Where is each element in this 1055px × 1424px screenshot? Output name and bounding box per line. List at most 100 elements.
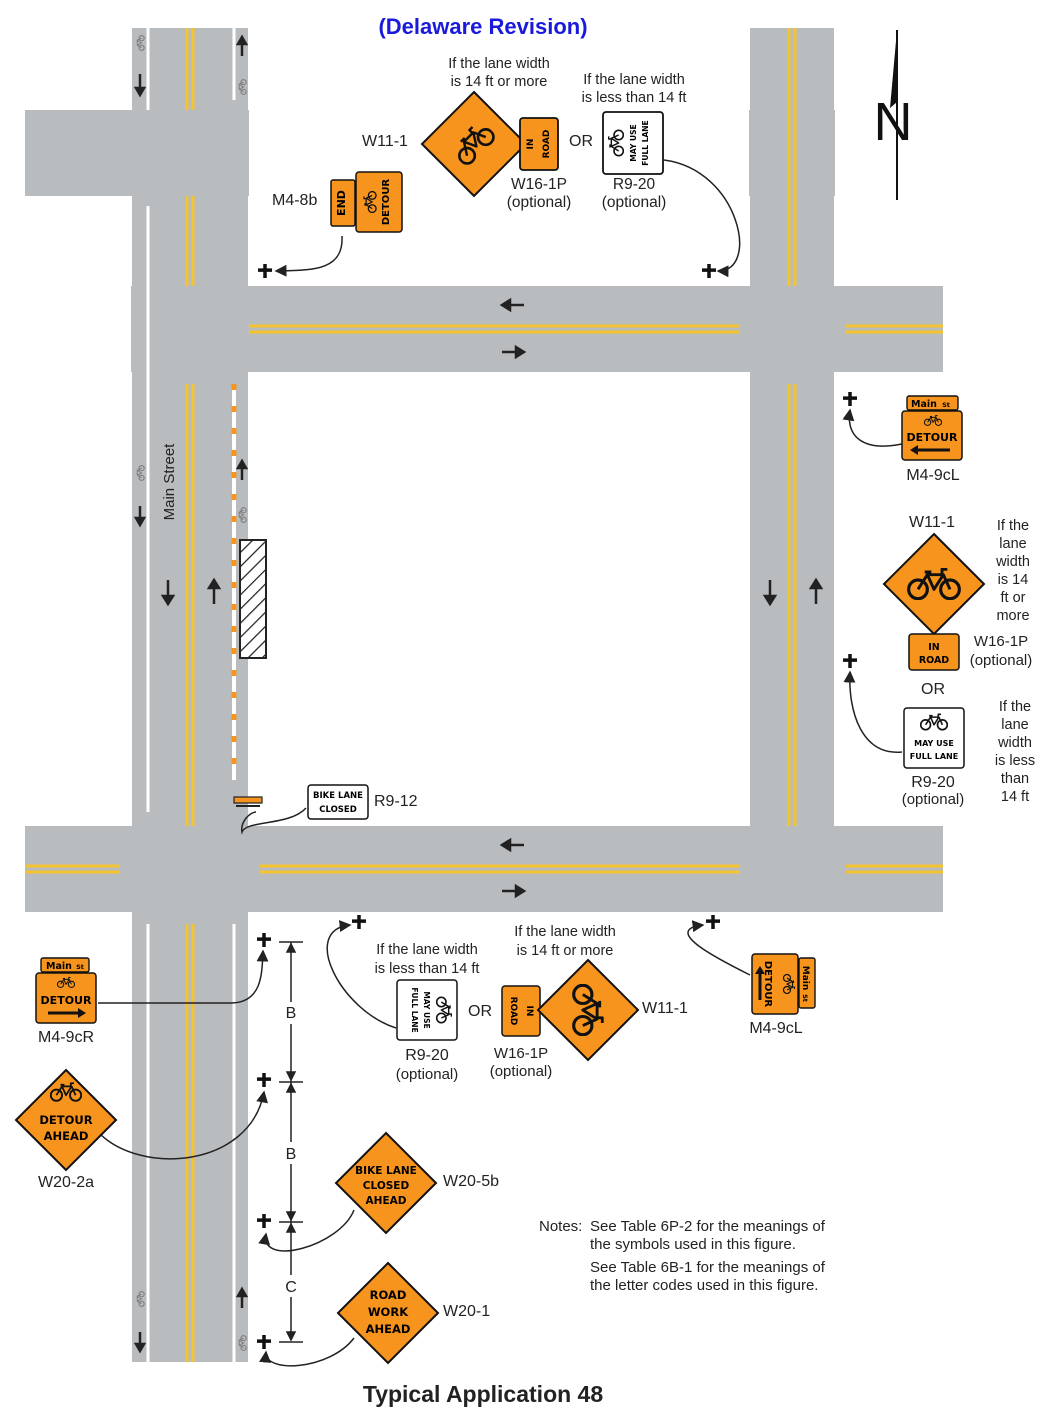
north-label: N: [874, 92, 913, 152]
svg-text:is 14: is 14: [998, 572, 1029, 588]
svg-text:ROAD: ROAD: [508, 997, 518, 1026]
svg-text:DETOUR: DETOUR: [39, 1113, 92, 1127]
svg-text:See Table 6B-1 for the meaning: See Table 6B-1 for the meanings of: [590, 1259, 826, 1276]
svg-text:MAY USE: MAY USE: [422, 991, 431, 1028]
svg-text:ROAD: ROAD: [542, 130, 552, 159]
pavement-markings: [25, 28, 943, 1362]
north-arrow-icon: N: [874, 30, 913, 200]
sign-w20-5b: BIKE LANE CLOSED AHEAD: [334, 1131, 438, 1235]
svg-text:CLOSED: CLOSED: [319, 805, 357, 815]
bottom-lt14-l2: is less than 14 ft: [375, 961, 480, 977]
barricade: [233, 796, 263, 807]
right-m4-9cl-label: M4-9cL: [906, 467, 959, 484]
right-lt14-note: If the lane width is less than 14 ft: [995, 699, 1035, 805]
svg-text:AHEAD: AHEAD: [366, 1195, 407, 1207]
svg-text:AHEAD: AHEAD: [44, 1129, 89, 1143]
right-r9-20-optional: (optional): [902, 791, 965, 808]
svg-text:CLOSED: CLOSED: [363, 1180, 410, 1192]
svg-text:ROAD: ROAD: [919, 655, 949, 666]
top-ge14-l2: is 14 ft or more: [451, 74, 548, 90]
right-w16-label: W16-1P: [974, 633, 1028, 650]
w20-5b-label: W20-5b: [443, 1173, 499, 1190]
svg-text:See Table 6P-2 for the meaning: See Table 6P-2 for the meanings of: [590, 1218, 826, 1235]
svg-text:FULL LANE: FULL LANE: [641, 120, 650, 165]
top-or: OR: [569, 133, 593, 150]
svg-text:lane: lane: [1001, 717, 1028, 733]
svg-text:IN: IN: [524, 1006, 534, 1017]
sign-r9-20-right: MAY USE FULL LANE: [903, 707, 965, 769]
sign-r9-20-top: MAY USE FULL LANE: [602, 111, 664, 175]
notes: Notes: See Table 6P-2 for the meanings o…: [539, 1218, 826, 1294]
svg-text:lane: lane: [999, 536, 1026, 552]
svg-text:width: width: [997, 735, 1032, 751]
svg-text:St: St: [942, 401, 950, 409]
sign-m4-9cr: Main St DETOUR: [35, 957, 97, 1024]
svg-text:If the: If the: [997, 518, 1029, 534]
bottom-r9-20-label: R9-20: [405, 1047, 449, 1064]
top-m4-8b-label: M4-8b: [272, 192, 317, 209]
svg-text:width: width: [995, 554, 1030, 570]
svg-text:WORK: WORK: [368, 1305, 409, 1319]
svg-text:is less: is less: [995, 753, 1035, 769]
sign-w20-1: ROAD WORK AHEAD: [336, 1261, 440, 1365]
svg-text:END: END: [335, 190, 348, 216]
svg-text:Main: Main: [800, 966, 810, 991]
svg-text:St: St: [76, 963, 84, 971]
right-w16-optional: (optional): [970, 652, 1033, 669]
svg-text:IN: IN: [526, 139, 536, 150]
bottom-m4-9cl-label: M4-9cL: [749, 1020, 802, 1037]
svg-text:than: than: [1001, 771, 1029, 787]
svg-text:St: St: [801, 994, 809, 1002]
svg-text:IN: IN: [928, 642, 940, 653]
svg-text:ROAD: ROAD: [370, 1288, 407, 1302]
top-w11-1-label: W11-1: [362, 133, 408, 150]
sign-w16-1p-top: IN ROAD: [519, 117, 559, 171]
right-r9-20-label: R9-20: [911, 774, 955, 791]
svg-text:ft or: ft or: [1001, 590, 1026, 606]
svg-text:more: more: [996, 608, 1029, 624]
svg-text:BIKE LANE: BIKE LANE: [313, 791, 363, 801]
top-ge14-l1: If the lane width: [448, 56, 550, 72]
bottom-w11-1-label: W11-1: [642, 1000, 688, 1017]
sign-w16-1p-bottom: IN ROAD: [501, 985, 541, 1037]
spacing-c: C: [285, 1279, 297, 1296]
top-w16-label: W16-1P: [511, 176, 567, 193]
sign-m4-9cl-right: Main St DETOUR: [901, 395, 963, 461]
spacing-b-2: B: [286, 1146, 297, 1163]
bottom-w16-optional: (optional): [490, 1063, 553, 1080]
right-w11-1-label: W11-1: [909, 514, 955, 531]
bottom-ge14-l2: is 14 ft or more: [517, 943, 614, 959]
top-r9-20-optional: (optional): [602, 194, 667, 211]
w20-1-label: W20-1: [443, 1303, 490, 1320]
bottom-ge14-l1: If the lane width: [514, 924, 616, 940]
sign-r9-20-bottom: MAY USE FULL LANE: [396, 979, 458, 1041]
svg-text:DETOUR: DETOUR: [381, 179, 392, 226]
sign-m4-8b: END DETOUR: [330, 171, 403, 233]
sign-w11-1-bottom: [536, 958, 640, 1062]
top-w16-optional: (optional): [507, 194, 572, 211]
svg-text:MAY USE: MAY USE: [914, 739, 954, 748]
svg-text:If the: If the: [999, 699, 1031, 715]
right-ge14-note: If the lane width is 14 ft or more: [995, 518, 1030, 624]
work-area: [239, 539, 267, 659]
svg-text:BIKE LANE: BIKE LANE: [355, 1165, 417, 1177]
sign-w20-2a: DETOUR AHEAD: [14, 1068, 118, 1172]
svg-text:DETOUR: DETOUR: [41, 994, 92, 1007]
bottom-w16-label: W16-1P: [494, 1045, 548, 1062]
svg-text:Main: Main: [46, 961, 72, 972]
svg-text:AHEAD: AHEAD: [366, 1322, 411, 1336]
svg-text:FULL LANE: FULL LANE: [410, 987, 419, 1032]
w20-2a-label: W20-2a: [38, 1174, 94, 1191]
bottom-lt14-l1: If the lane width: [376, 942, 478, 958]
svg-text:the letter codes used in this: the letter codes used in this figure.: [590, 1277, 818, 1294]
notes-label: Notes:: [539, 1218, 582, 1235]
svg-text:FULL LANE: FULL LANE: [910, 752, 958, 761]
svg-text:14 ft: 14 ft: [1001, 789, 1029, 805]
bottom-or: OR: [468, 1003, 492, 1020]
bottom-r9-20-optional: (optional): [396, 1066, 459, 1083]
sign-w16-1p-right: IN ROAD: [908, 633, 960, 671]
svg-text:DETOUR: DETOUR: [762, 961, 773, 1008]
svg-text:the symbols used in this figur: the symbols used in this figure.: [590, 1236, 796, 1253]
